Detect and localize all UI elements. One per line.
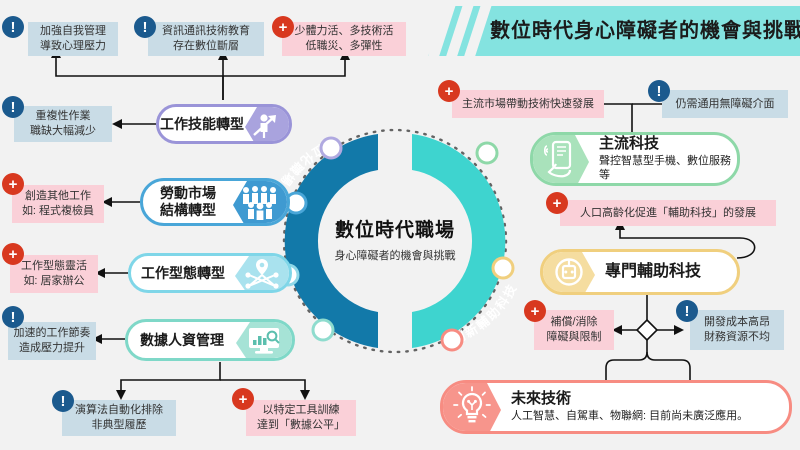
warning-badge-icon: ! <box>134 16 156 38</box>
plus-badge-icon: + <box>2 173 24 195</box>
center-text-block: 數位時代職場 身心障礙者的機會與挑戰 <box>300 215 490 263</box>
note-text: 仍需通用無障礙介面 <box>675 97 775 110</box>
plus-badge-icon: + <box>232 388 254 410</box>
note-box[interactable]: 開發成本高昂 財務資源不均 <box>690 310 784 350</box>
warning-badge-icon: ! <box>648 80 670 102</box>
pill-subtitle: 人工智慧、自駕車、物聯網: 目前尚未廣泛應用。 <box>511 410 749 423</box>
plus-badge-icon: + <box>2 243 24 265</box>
note-box[interactable]: 加強自我管理 導致心理壓力 <box>28 22 118 56</box>
note-box[interactable]: 創造其他工作 如: 程式複檢員 <box>12 185 104 223</box>
note-text: 資訊通訊技術教育 存在數位斷層 <box>162 25 250 52</box>
pill-label: 勞動市場 結構轉型 <box>160 185 216 218</box>
page-title: 數位時代身心障礙者的機會與挑戰 <box>490 20 800 42</box>
pill-label: 工作型態轉型 <box>141 264 225 281</box>
note-text: 工作型態靈活 如: 居家辦公 <box>21 260 87 287</box>
pill-labor-market-structure[interactable]: 勞動市場 結構轉型 <box>140 178 290 226</box>
center-subtitle: 身心障礙者的機會與挑戰 <box>334 250 456 262</box>
note-box[interactable]: 演算法自動化排除 非典型履歷 <box>62 400 176 436</box>
pill-title: 主流科技 <box>599 135 660 153</box>
right-arc <box>412 134 506 348</box>
ring-node <box>440 328 464 352</box>
header-band <box>428 6 800 56</box>
ring-node <box>311 318 335 342</box>
note-text: 開發成本高昂 財務資源不均 <box>704 316 770 343</box>
plus-badge-icon: + <box>438 80 460 102</box>
note-box[interactable]: 少體力活、多技術活 低職災、多彈性 <box>282 22 406 56</box>
warning-badge-icon: ! <box>2 96 24 118</box>
lightbulb-idea-icon <box>443 383 501 431</box>
dashboard-search-icon <box>236 322 292 358</box>
warning-badge-icon: ! <box>2 306 24 328</box>
note-box[interactable]: 重複性作業 職缺大幅減少 <box>14 106 112 142</box>
note-box[interactable]: 補償/消除 障礙與限制 <box>534 310 614 350</box>
pill-label: 工作技能轉型 <box>160 115 244 132</box>
center-title: 數位時代職場 <box>334 220 455 241</box>
header-banner: 數位時代身心障礙者的機會與挑戰 <box>428 6 800 56</box>
note-text: 少體力活、多技術活 低職災、多彈性 <box>294 25 394 52</box>
pill-label: 數據人資管理 <box>140 331 224 348</box>
ring-node <box>319 136 343 160</box>
pill-mainstream-technology[interactable]: 主流科技 聲控智慧型手機、數位服務等 <box>530 132 740 186</box>
plus-badge-icon: + <box>524 300 546 322</box>
warning-badge-icon: ! <box>52 390 74 412</box>
plus-badge-icon: + <box>272 16 294 38</box>
note-text: 創造其他工作 如: 程式複檢員 <box>21 190 95 217</box>
pill-title: 未來技術 <box>511 390 572 408</box>
note-text: 加速的工作節奏 造成壓力提升 <box>13 327 91 354</box>
pill-title: 專門輔助科技 <box>605 263 702 280</box>
pill-specialized-assistive-technology[interactable]: 專門輔助科技 <box>540 249 740 295</box>
note-text: 主流市場帶動技術快速發展 <box>462 97 594 110</box>
note-box[interactable]: 人口高齡化促進「輔助科技」的發展 <box>560 200 776 226</box>
assistive-robot-icon <box>543 252 595 292</box>
pill-data-hr-management[interactable]: 數據人資管理 <box>125 319 295 361</box>
note-text: 重複性作業 職缺大幅減少 <box>30 110 96 137</box>
plus-badge-icon: + <box>546 192 568 214</box>
note-box[interactable]: 仍需通用無障礙介面 <box>662 90 788 118</box>
note-text: 以特定工具訓練 達到「數據公平」 <box>257 404 345 431</box>
ring-node <box>475 141 499 165</box>
note-box[interactable]: 以特定工具訓練 達到「數據公平」 <box>246 400 356 436</box>
pill-work-mode-transformation[interactable]: 工作型態轉型 <box>128 253 292 293</box>
pill-subtitle: 聲控智慧型手機、數位服務等 <box>599 155 731 182</box>
network-location-icon <box>235 256 289 290</box>
person-arrow-up-icon <box>245 107 289 141</box>
pill-work-skill-transformation[interactable]: 工作技能轉型 <box>156 104 292 144</box>
pill-future-technology[interactable]: 未來技術 人工智慧、自駕車、物聯網: 目前尚未廣泛應用。 <box>440 380 792 434</box>
note-box[interactable]: 加速的工作節奏 造成壓力提升 <box>8 322 96 360</box>
left-arc <box>284 134 378 348</box>
note-box[interactable]: 資訊通訊技術教育 存在數位斷層 <box>148 22 264 56</box>
note-box[interactable]: 主流市場帶動技術快速發展 <box>452 90 604 118</box>
ring-node <box>491 256 515 280</box>
note-text: 補償/消除 障礙與限制 <box>546 316 602 343</box>
note-text: 演算法自動化排除 非典型履歷 <box>75 404 163 431</box>
people-group-icon <box>233 181 287 223</box>
warning-badge-icon: ! <box>676 300 698 322</box>
note-text: 人口高齡化促進「輔助科技」的發展 <box>580 206 756 219</box>
note-text: 加強自我管理 導致心理壓力 <box>40 25 106 52</box>
warning-badge-icon: ! <box>2 16 24 38</box>
note-box[interactable]: 工作型態靈活 如: 居家辦公 <box>10 255 98 293</box>
smartphone-hand-icon <box>533 135 589 183</box>
